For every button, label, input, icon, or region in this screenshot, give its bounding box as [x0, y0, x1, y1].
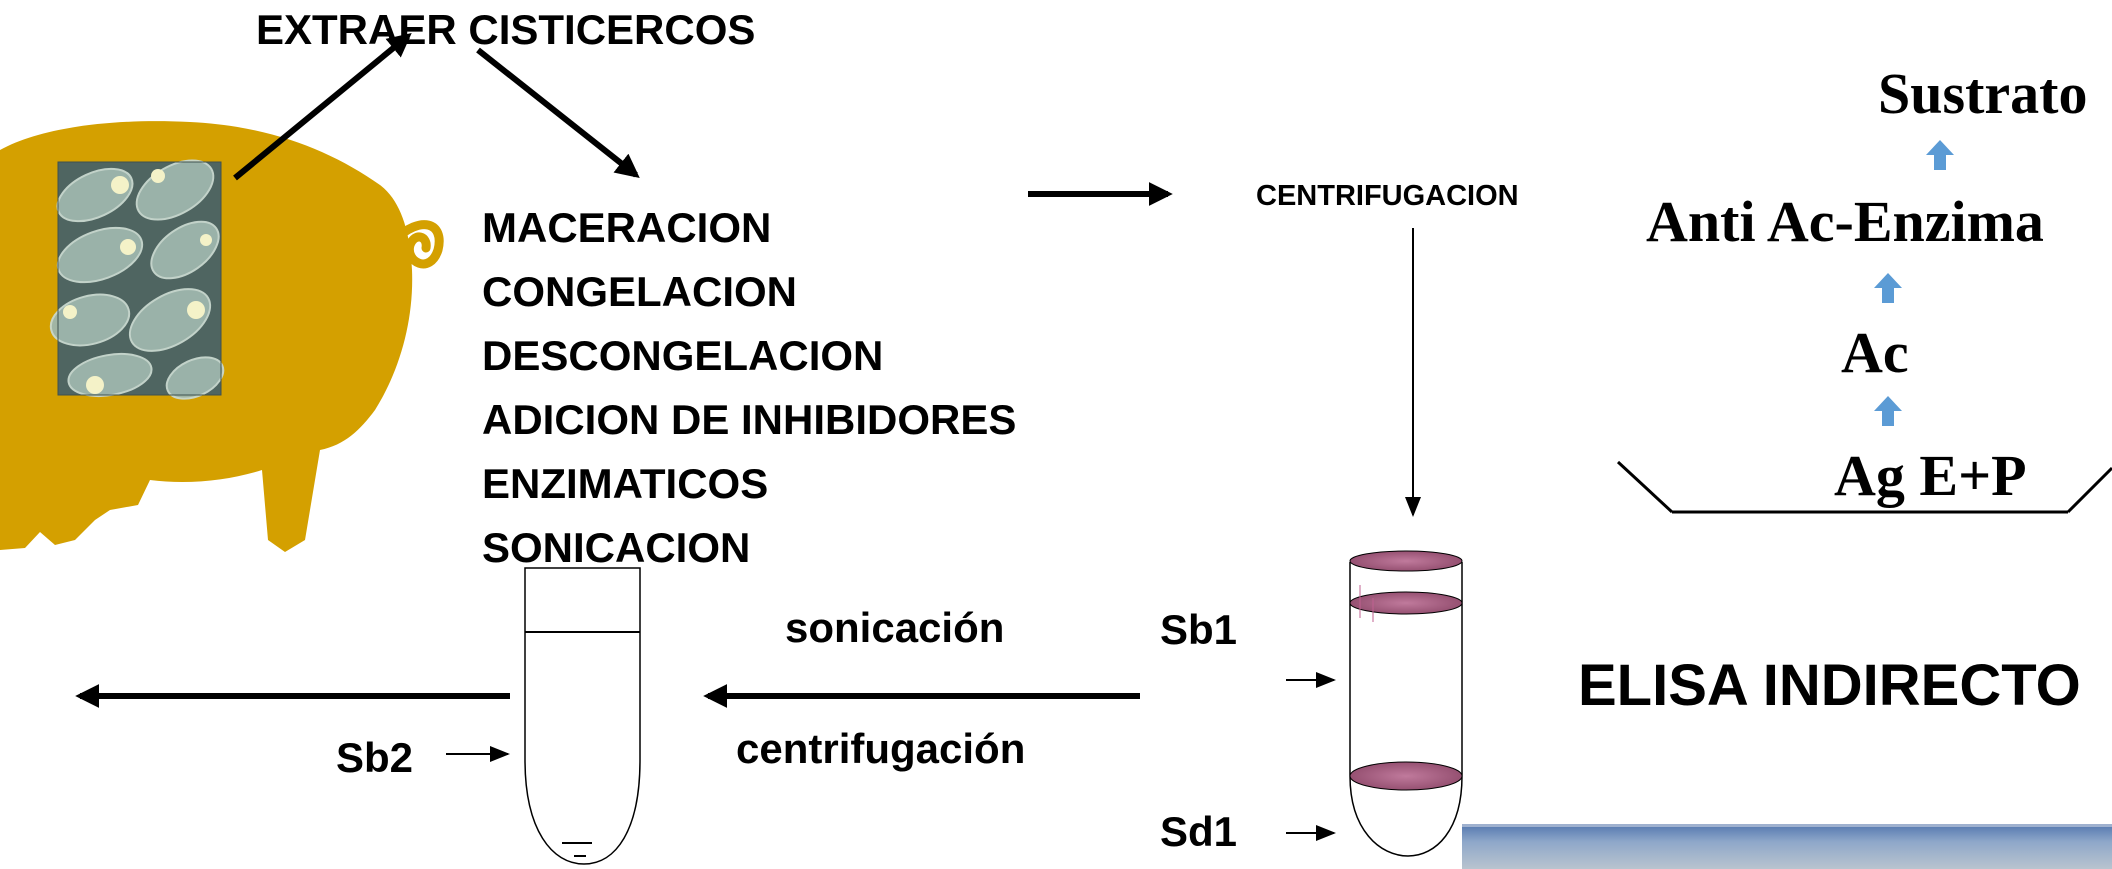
bottom-photo-strip: [1462, 824, 2112, 869]
elisa-title: ELISA INDIRECTO: [1578, 653, 2081, 718]
sb1-label: Sb1: [1160, 606, 1238, 653]
sonication-tube-icon: [524, 567, 641, 865]
arrow-to-title: [233, 32, 412, 181]
step-item: ADICION DE INHIBIDORES: [482, 396, 1017, 443]
elisa-layer-substrate: Sustrato: [1878, 61, 2088, 126]
step-item: CONGELACION: [482, 268, 797, 315]
sonication-label: sonicación: [785, 604, 1005, 651]
step-item: ENZIMATICOS: [482, 460, 769, 507]
process-steps-list: MACERACION CONGELACION DESCONGELACION AD…: [482, 196, 1016, 580]
centrifugation-label: CENTRIFUGACION: [1256, 180, 1519, 212]
step-item: MACERACION: [482, 204, 772, 251]
sd1-label: Sd1: [1160, 808, 1238, 855]
step-item: DESCONGELACION: [482, 332, 884, 379]
sb2-label: Sb2: [336, 734, 414, 781]
up-arrow-icon: [1874, 396, 1902, 426]
elisa-well: [1616, 460, 2112, 514]
centrifuge-tube-icon: [1349, 550, 1463, 857]
elisa-layer-antibody: Ac: [1841, 320, 1909, 385]
elisa-layer-anti-ab-enzyme: Anti Ac-Enzima: [1646, 189, 2044, 254]
up-arrow-icon: [1926, 140, 1954, 170]
page-title: EXTRAER CISTICERCOS: [256, 6, 756, 53]
arrow-to-steps: [476, 47, 640, 178]
cysticerci-photo: [49, 159, 225, 400]
centrifugation-lower-label: centrifugación: [736, 725, 1026, 772]
step-item: SONICACION: [482, 524, 751, 571]
up-arrow-icon: [1874, 273, 1902, 303]
elisa-layer-antigen: Ag E+P: [1834, 443, 2027, 508]
